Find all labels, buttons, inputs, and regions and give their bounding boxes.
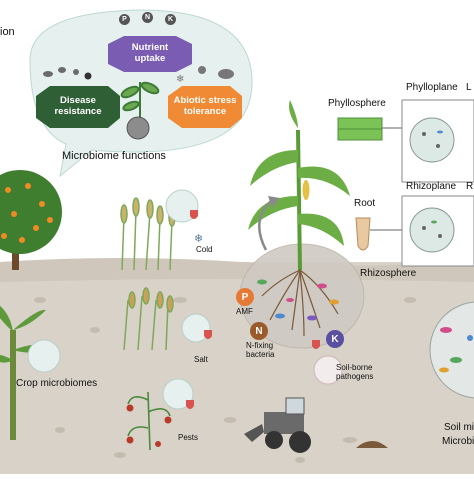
flow-arrow xyxy=(258,199,273,251)
abiotic-stress-hex xyxy=(168,86,242,128)
crop-microbiomes-label: Crop microbiomes xyxy=(16,378,98,389)
soil-borne-label: Soil-borne pathogens xyxy=(336,363,374,381)
top-nutrient-k: K xyxy=(165,14,176,25)
top-nutrient-n: N xyxy=(142,12,153,23)
functions-bubble xyxy=(29,9,253,178)
functions-title: Microbiome functions xyxy=(62,150,166,162)
disease-resistance-label: Disease resistance xyxy=(54,95,102,117)
shield-icons xyxy=(186,210,320,409)
soil-microbiome-label: Soil mi xyxy=(444,422,474,433)
microbe-icons-left xyxy=(43,67,92,80)
tractor-icon xyxy=(244,397,311,453)
rhizoplane-label: Rhizoplane xyxy=(406,181,457,192)
maize-plant xyxy=(248,100,350,271)
cold-label: Cold xyxy=(196,245,213,254)
salt-label: Salt xyxy=(194,355,208,364)
soil-microbiome-microbes xyxy=(439,327,473,373)
pests-microbe-bubble xyxy=(162,378,194,410)
flow-arrowhead xyxy=(268,196,280,208)
maize-roots xyxy=(261,269,339,337)
tomato-plant xyxy=(127,391,171,451)
top-nutrient-p: P xyxy=(119,14,130,25)
pathogen-bubble xyxy=(313,355,343,385)
tomato-fruits xyxy=(126,404,172,447)
seedling-icon xyxy=(120,81,160,120)
panel-microbes xyxy=(422,130,443,238)
soil-microbiome-label-2: Microbi xyxy=(442,436,474,447)
abiotic-stress-label: Abiotic stress tolerance xyxy=(173,95,237,117)
orange-tree xyxy=(0,170,62,270)
phylloplane-label: Phylloplane xyxy=(406,82,458,93)
rhizosphere-microbes xyxy=(257,279,339,321)
soil-mound xyxy=(356,441,388,448)
weather-icons-right: ❄ xyxy=(176,66,234,85)
nutrient-uptake-hex xyxy=(108,36,192,72)
phylloplane-circle xyxy=(409,117,455,163)
soil-pebbles xyxy=(34,297,416,463)
root-label: Root xyxy=(354,198,376,209)
rhizoplane-cut-label: R xyxy=(466,181,474,192)
phyllosphere-label: Phyllosphere xyxy=(328,98,386,109)
n-fixing-label: N-fixing bacteria xyxy=(246,341,275,359)
phylloplane-cut-label: L xyxy=(466,82,472,93)
nutrient-badge-n: N xyxy=(250,322,268,340)
root-tip xyxy=(355,217,371,251)
pests-label: Pests xyxy=(178,433,199,442)
soil-microbiome-circle xyxy=(429,301,474,399)
rhizosphere-label: Rhizosphere xyxy=(360,268,417,279)
nutrient-badge-k: K xyxy=(326,330,344,348)
rhizoplane-circle xyxy=(409,207,455,253)
snowflake-icon: ❄ xyxy=(194,232,203,245)
corner-text: ion xyxy=(0,26,15,38)
soil-globe-icon xyxy=(126,116,150,140)
svg-text:❄: ❄ xyxy=(176,74,184,85)
salt-microbe-bubble xyxy=(181,313,211,343)
amf-label: AMF xyxy=(236,307,253,316)
crop-microbe-bubble xyxy=(27,339,61,373)
nutrient-uptake-label: Nutrient uptake xyxy=(131,42,169,64)
rice-plant xyxy=(123,287,174,351)
nutrient-badge-p: P xyxy=(236,288,254,306)
disease-resistance-hex xyxy=(36,86,120,128)
